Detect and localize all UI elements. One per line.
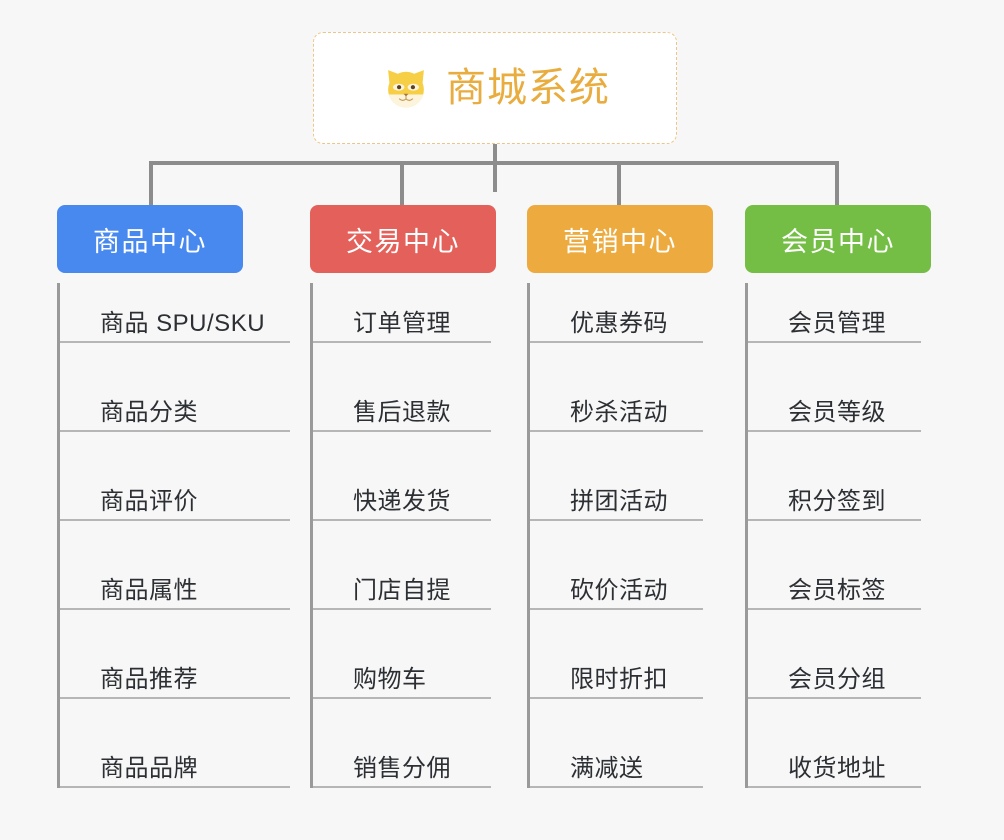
leaf-list-member: 会员管理 会员等级 积分签到 会员标签 会员分组 收货地址: [745, 283, 958, 788]
leaf-label: 快递发货: [353, 488, 451, 516]
category-label: 会员中心: [781, 226, 895, 257]
list-item[interactable]: 快递发货: [313, 432, 491, 521]
list-item[interactable]: 会员标签: [748, 521, 921, 610]
category-label: 营销中心: [563, 226, 677, 257]
list-item[interactable]: 销售分佣: [313, 699, 491, 788]
leaf-label: 商品评价: [100, 488, 198, 516]
leaf-label: 拼团活动: [570, 488, 668, 516]
leaf-label: 售后退款: [353, 399, 451, 427]
connector-drop-1: [149, 161, 153, 205]
leaf-label: 销售分佣: [353, 755, 451, 783]
list-item[interactable]: 限时折扣: [530, 610, 703, 699]
branch-column-4: 会员中心 会员管理 会员等级 积分签到 会员标签 会员分组 收货地址: [745, 205, 958, 788]
list-item[interactable]: 收货地址: [748, 699, 921, 788]
branch-column-2: 交易中心 订单管理 售后退款 快递发货 门店自提 购物车 销售分佣: [310, 205, 532, 788]
leaf-label: 会员管理: [788, 310, 886, 338]
list-item[interactable]: 会员分组: [748, 610, 921, 699]
leaf-list-product: 商品 SPU/SKU 商品分类 商品评价 商品属性 商品推荐 商品品牌: [57, 283, 290, 788]
branch-column-1: 商品中心 商品 SPU/SKU 商品分类 商品评价 商品属性 商品推荐 商品品牌: [57, 205, 290, 788]
list-item[interactable]: 商品评价: [60, 432, 290, 521]
leaf-label: 秒杀活动: [570, 399, 668, 427]
list-item[interactable]: 商品分类: [60, 343, 290, 432]
list-item[interactable]: 商品 SPU/SKU: [60, 283, 290, 343]
connector-drop-3: [617, 161, 621, 205]
list-item[interactable]: 积分签到: [748, 432, 921, 521]
list-item[interactable]: 门店自提: [313, 521, 491, 610]
list-item[interactable]: 购物车: [313, 610, 491, 699]
leaf-label: 会员分组: [788, 666, 886, 694]
leaf-label: 限时折扣: [570, 666, 668, 694]
list-item[interactable]: 售后退款: [313, 343, 491, 432]
leaf-label: 砍价活动: [570, 577, 668, 605]
connector-horizontal-bus: [149, 161, 839, 165]
list-item[interactable]: 商品属性: [60, 521, 290, 610]
list-item[interactable]: 会员等级: [748, 343, 921, 432]
leaf-label: 会员标签: [788, 577, 886, 605]
category-label: 商品中心: [93, 226, 207, 257]
leaf-label: 优惠券码: [570, 310, 668, 338]
list-item[interactable]: 优惠券码: [530, 283, 703, 343]
category-header-marketing[interactable]: 营销中心: [527, 205, 713, 273]
category-header-trade[interactable]: 交易中心: [310, 205, 496, 273]
leaf-label: 商品 SPU/SKU: [100, 310, 266, 338]
connector-drop-4: [835, 161, 839, 205]
category-header-product[interactable]: 商品中心: [57, 205, 243, 273]
leaf-label: 商品推荐: [100, 666, 198, 694]
list-item[interactable]: 秒杀活动: [530, 343, 703, 432]
list-item[interactable]: 商品品牌: [60, 699, 290, 788]
connector-root-stem: [493, 144, 497, 192]
list-item[interactable]: 拼团活动: [530, 432, 703, 521]
root-node[interactable]: 商城系统: [313, 32, 677, 144]
leaf-label: 订单管理: [353, 310, 451, 338]
leaf-label: 满减送: [570, 755, 644, 783]
shiba-dog-face-icon: [380, 62, 432, 114]
leaf-label: 积分签到: [788, 488, 886, 516]
list-item[interactable]: 满减送: [530, 699, 703, 788]
branch-column-3: 营销中心 优惠券码 秒杀活动 拼团活动 砍价活动 限时折扣 满减送: [527, 205, 740, 788]
list-item[interactable]: 砍价活动: [530, 521, 703, 610]
list-item[interactable]: 商品推荐: [60, 610, 290, 699]
leaf-list-marketing: 优惠券码 秒杀活动 拼团活动 砍价活动 限时折扣 满减送: [527, 283, 740, 788]
root-title: 商城系统: [446, 66, 610, 110]
list-item[interactable]: 会员管理: [748, 283, 921, 343]
leaf-label: 门店自提: [353, 577, 451, 605]
leaf-label: 商品分类: [100, 399, 198, 427]
list-item[interactable]: 订单管理: [313, 283, 491, 343]
leaf-list-trade: 订单管理 售后退款 快递发货 门店自提 购物车 销售分佣: [310, 283, 532, 788]
category-header-member[interactable]: 会员中心: [745, 205, 931, 273]
leaf-label: 收货地址: [788, 755, 886, 783]
connector-drop-2: [400, 161, 404, 205]
leaf-label: 会员等级: [788, 399, 886, 427]
leaf-label: 购物车: [353, 666, 427, 694]
leaf-label: 商品品牌: [100, 755, 198, 783]
category-label: 交易中心: [346, 226, 460, 257]
leaf-label: 商品属性: [100, 577, 198, 605]
